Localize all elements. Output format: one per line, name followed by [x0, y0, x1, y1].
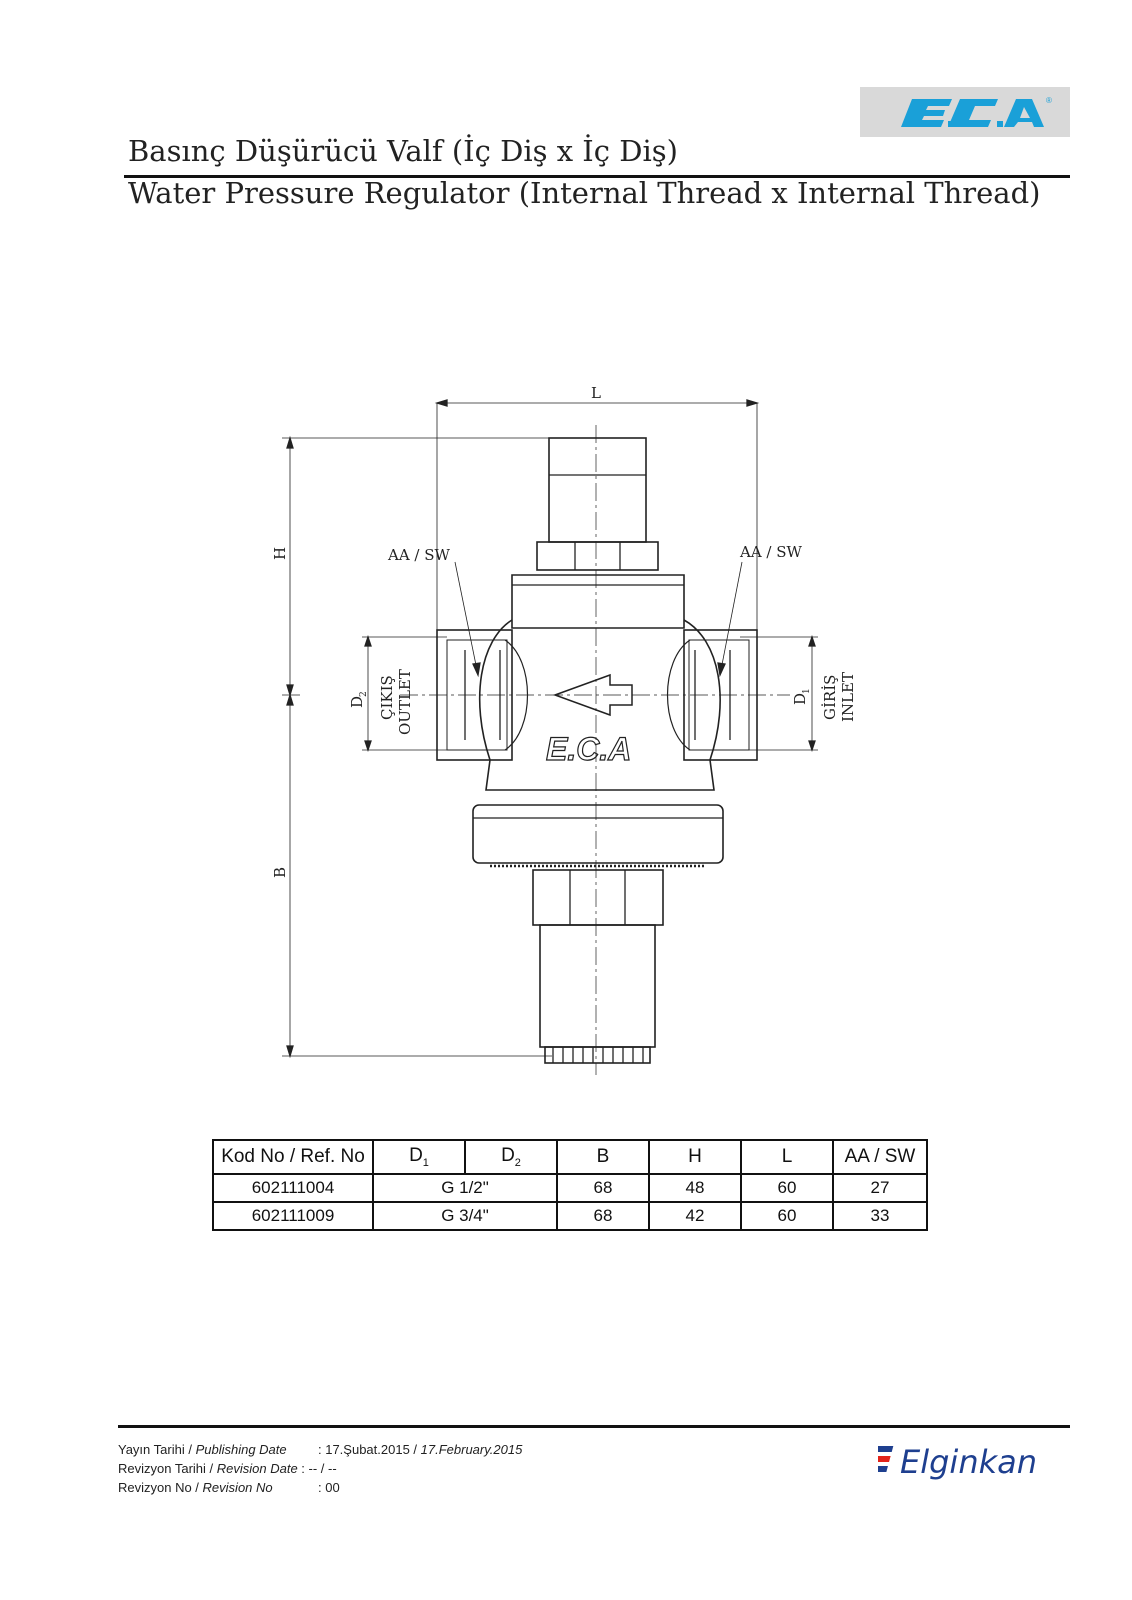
table-header-row: Kod No / Ref. No D1 D2 B H L AA / SW [212, 1139, 928, 1175]
dim-label-D1: D [791, 693, 809, 705]
registered-mark: ® [1046, 96, 1052, 105]
header-d1: D1 [372, 1139, 466, 1175]
cell-thread: G 1/2" [372, 1173, 558, 1203]
eca-logo: ® [860, 87, 1070, 137]
title-divider [124, 175, 1070, 178]
cell-b: 68 [556, 1201, 650, 1231]
table-row: 602111009 G 3/4" 68 42 60 33 [212, 1201, 928, 1231]
inlet-label-en: INLET [839, 672, 857, 722]
header-d2: D2 [464, 1139, 558, 1175]
footer-info: Yayın Tarihi / Publishing Date: 17.Şubat… [118, 1440, 522, 1497]
technical-drawing: L H B AA / SW AA / SW D 2 D 1 ÇIKIŞ OUTL… [271, 384, 857, 1075]
cell-ref: 602111009 [212, 1201, 374, 1231]
header-b: B [556, 1139, 650, 1175]
cell-ref: 602111004 [212, 1173, 374, 1203]
publish-date-row: Yayın Tarihi / Publishing Date: 17.Şubat… [118, 1442, 523, 1457]
cell-l: 60 [740, 1201, 834, 1231]
footer-divider [118, 1425, 1070, 1428]
dim-label-D2: D [348, 696, 366, 708]
body-eca-logo: E.C.A [546, 731, 631, 767]
header-l: L [740, 1139, 834, 1175]
title-turkish: Basınç Düşürücü Valf (İç Diş x İç Diş) [128, 134, 678, 168]
header-aa-sw: AA / SW [832, 1139, 928, 1175]
aa-sw-right-label: AA / SW [739, 543, 803, 561]
elginkan-logo: Elginkan [878, 1443, 1037, 1481]
cell-h: 48 [648, 1173, 742, 1203]
table-row: 602111004 G 1/2" 68 48 60 27 [212, 1173, 928, 1203]
dim-label-D1-sub: 1 [802, 688, 812, 694]
revision-date-row: Revizyon Tarihi / Revision Date : -- / -… [118, 1461, 337, 1476]
aa-sw-left-label: AA / SW [387, 546, 451, 564]
dim-label-L: L [591, 384, 601, 402]
dimension-table: Kod No / Ref. No D1 D2 B H L AA / SW 602… [212, 1139, 928, 1231]
cell-aa-sw: 33 [832, 1201, 928, 1231]
header-ref: Kod No / Ref. No [212, 1139, 374, 1175]
outlet-label-en: OUTLET [396, 669, 414, 735]
dim-label-B: B [271, 867, 289, 878]
cell-l: 60 [740, 1173, 834, 1203]
header-h: H [648, 1139, 742, 1175]
cell-aa-sw: 27 [832, 1173, 928, 1203]
inlet-label-tr: GİRİŞ [821, 675, 839, 720]
revision-no-row: Revizyon No / Revision No: 00 [118, 1480, 340, 1495]
cell-h: 42 [648, 1201, 742, 1231]
cell-thread: G 3/4" [372, 1201, 558, 1231]
dim-label-H: H [271, 547, 289, 560]
dim-label-D2-sub: 2 [359, 691, 369, 697]
title-english: Water Pressure Regulator (Internal Threa… [128, 176, 1041, 210]
elginkan-wordmark: Elginkan [900, 1443, 1037, 1481]
cell-b: 68 [556, 1173, 650, 1203]
outlet-label-tr: ÇIKIŞ [378, 675, 396, 720]
